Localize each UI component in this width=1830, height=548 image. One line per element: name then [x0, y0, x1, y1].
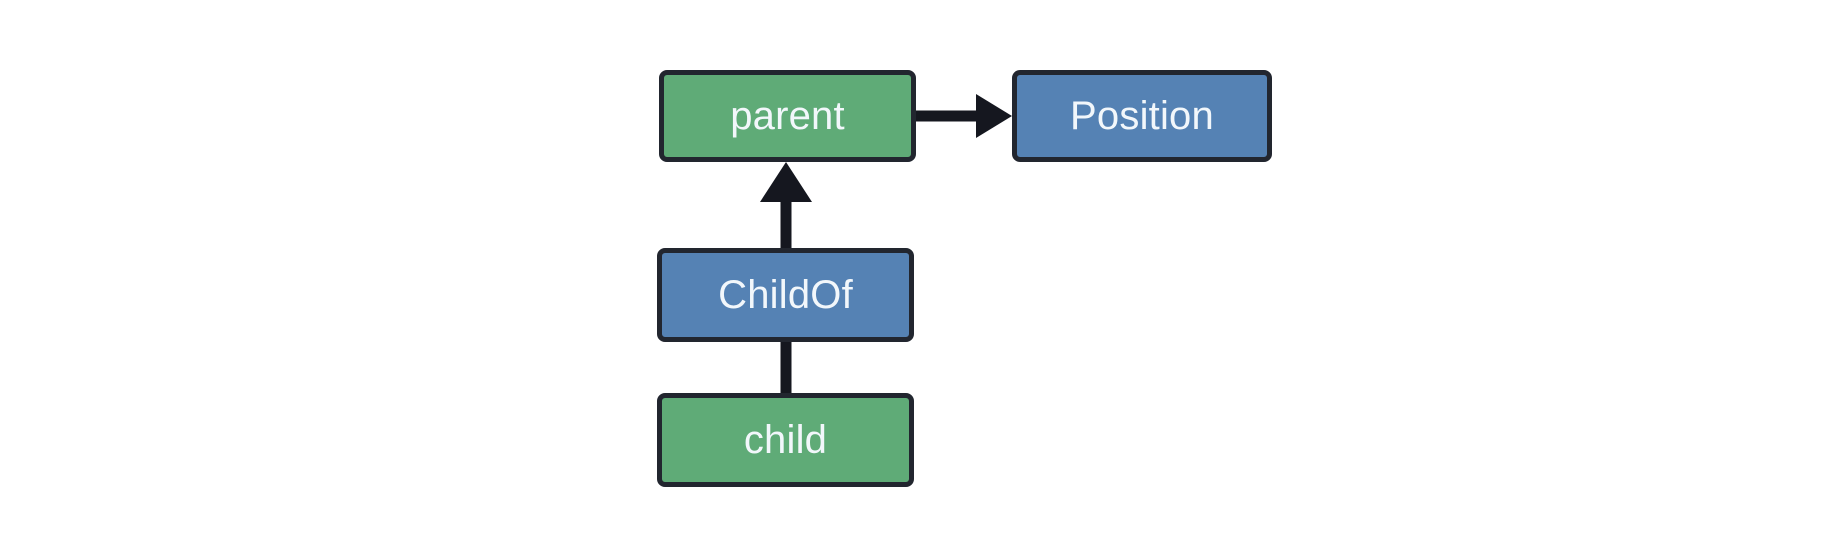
node-parent-label: parent	[730, 94, 845, 138]
node-child-label: child	[743, 418, 828, 462]
edge-childof-to-parent	[760, 162, 812, 248]
node-parent[interactable]: parent	[659, 70, 916, 162]
node-position-label: Position	[1070, 94, 1214, 138]
edge-parent-to-position	[916, 94, 1012, 138]
node-childof-label: ChildOf	[718, 273, 853, 317]
node-child[interactable]: child	[657, 393, 914, 487]
node-position[interactable]: Position	[1012, 70, 1272, 162]
node-childof[interactable]: ChildOf	[657, 248, 914, 342]
